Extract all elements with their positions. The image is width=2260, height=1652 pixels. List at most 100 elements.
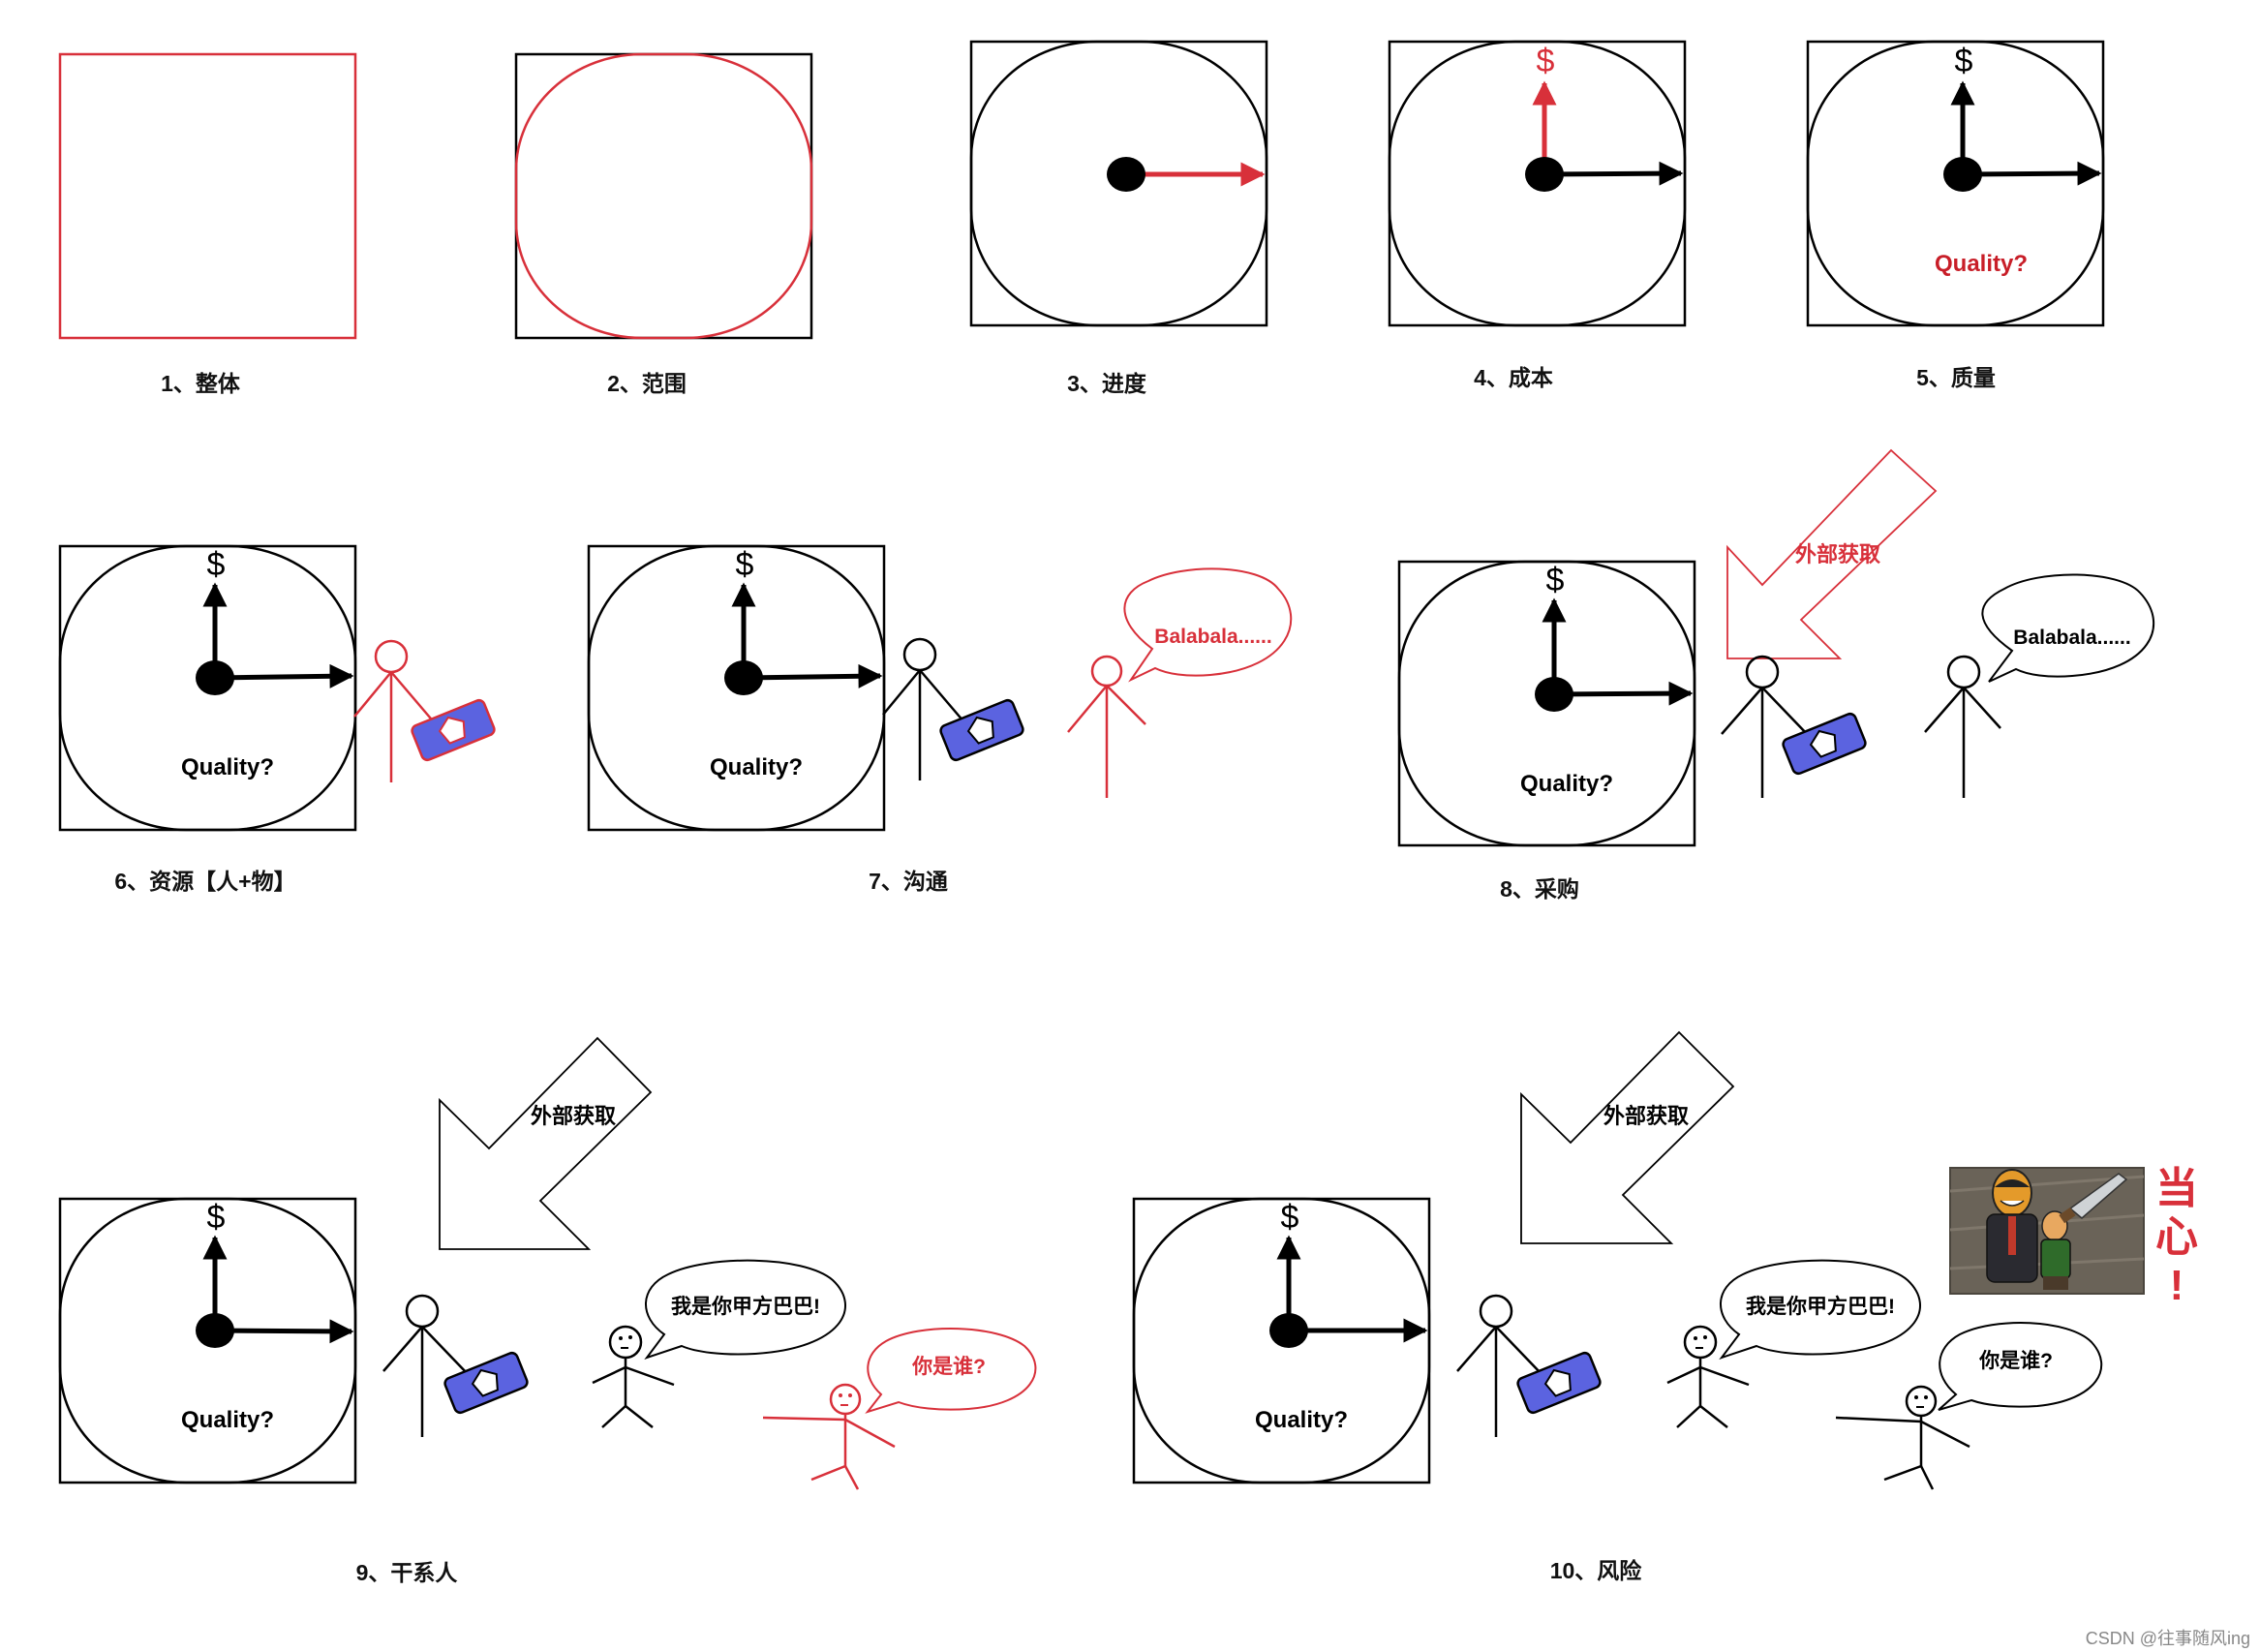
- frame-square: [514, 52, 813, 340]
- stakeholder-person: [1835, 1385, 1970, 1490]
- stakeholder-person: [762, 1383, 896, 1490]
- external-arrow: 外部获取: [1726, 448, 1938, 659]
- credit-watermark: CSDN @往事随风ing: [2086, 1629, 2250, 1648]
- caption-9: 9、干系人: [356, 1560, 459, 1585]
- caption-5: 5、质量: [1916, 365, 1996, 390]
- panel-6: $ Quality? 6、资源【人+物】: [58, 544, 496, 894]
- caption-3: 3、进度: [1067, 371, 1147, 396]
- speech-text: Balabala......: [2013, 627, 2130, 649]
- speech-text-client: 我是你甲方巴巴!: [1746, 1295, 1895, 1318]
- quality-label: Quality?: [181, 754, 274, 780]
- dollar-sign: $: [1955, 43, 1973, 79]
- client-person: [1666, 1325, 1750, 1428]
- external-arrow-label: 外部获取: [1795, 542, 1880, 566]
- stakeholder-face: [1914, 1395, 1928, 1408]
- panel-9: $ Quality? 外部获取: [58, 1036, 1037, 1585]
- quality-label: Quality?: [1255, 1407, 1348, 1433]
- clock-face: [58, 544, 357, 832]
- warning-text: 当 心 !: [2155, 1165, 2198, 1309]
- warning-char-1: 当: [2155, 1165, 2198, 1212]
- panel-7: $ Quality? Balabala...... 7、沟通: [587, 544, 1293, 894]
- team-member: [882, 637, 965, 780]
- caption-7: 7、沟通: [869, 869, 948, 894]
- resource-box: [443, 1351, 529, 1415]
- external-arrow-label: 外部获取: [531, 1104, 616, 1128]
- caption-10: 10、风险: [1550, 1558, 1643, 1583]
- clock-face: [1132, 1197, 1431, 1484]
- clock-face: [969, 40, 1268, 327]
- quality-label: Quality?: [1520, 771, 1613, 797]
- resource-person: [353, 639, 437, 782]
- warning-char-2: 心: [2155, 1213, 2198, 1261]
- clock-face: [1397, 560, 1696, 847]
- clock-center-dot: [1525, 157, 1564, 192]
- caption-1: 1、整体: [161, 371, 241, 396]
- clock-face: [587, 544, 886, 832]
- speech-bubble: Balabala......: [1981, 573, 2155, 683]
- dollar-sign: $: [1546, 562, 1565, 598]
- external-arrow: 外部获取: [1520, 1030, 1735, 1244]
- clock-center-dot: [1107, 157, 1145, 192]
- clock-center-dot: [1535, 677, 1573, 712]
- team-member: [1456, 1294, 1543, 1437]
- panel-2: 2、范围: [514, 52, 813, 396]
- dollar-sign: $: [207, 1199, 226, 1236]
- speech-bubble-stakeholder: 你是谁?: [865, 1328, 1037, 1414]
- clock-face: [1388, 40, 1687, 327]
- backstab-cartoon-image: [1949, 1167, 2145, 1295]
- speech-text-client: 我是你甲方巴巴!: [671, 1295, 820, 1318]
- stakeholder-face: [839, 1393, 852, 1406]
- clock-center-dot: [724, 660, 763, 695]
- speech-bubble-stakeholder: 你是谁?: [1938, 1322, 2103, 1411]
- schedule-arrow: [214, 663, 354, 688]
- clock-face: [58, 1197, 357, 1484]
- external-arrow-label: 外部获取: [1603, 1104, 1689, 1128]
- speech-text: Balabala......: [1154, 626, 1271, 648]
- team-member: [382, 1294, 470, 1437]
- dollar-sign: $: [736, 546, 754, 583]
- vendor-person: [1924, 655, 2001, 798]
- warning-char-3: !: [2170, 1262, 2184, 1309]
- quality-label: Quality?: [1935, 251, 2028, 277]
- schedule-arrow: [743, 663, 883, 688]
- resource-box: [939, 698, 1024, 762]
- caption-6: 6、资源【人+物】: [114, 869, 295, 894]
- clock-face: [1806, 40, 2105, 327]
- dollar-sign: $: [1537, 43, 1555, 79]
- resource-box: [411, 698, 496, 762]
- resource-box: [1516, 1351, 1602, 1415]
- clock-center-dot: [196, 1313, 234, 1348]
- scope-square: [58, 52, 357, 340]
- panel-8: $ Quality? 外部获取 Balabala...... 8、采购: [1397, 448, 2155, 902]
- panel-10: $ Quality? 外部获取: [1132, 1030, 2198, 1583]
- speech-bubble-client: 我是你甲方巴巴!: [1719, 1259, 1921, 1360]
- panel-4: $ 4、成本: [1388, 40, 1687, 390]
- client-face: [1694, 1335, 1707, 1349]
- client-person: [592, 1325, 675, 1428]
- clock-center-dot: [1943, 157, 1982, 192]
- panel-5: $ Quality? 5、质量: [1806, 40, 2105, 390]
- clock-center-dot: [1269, 1313, 1308, 1348]
- scope-circle: [514, 52, 813, 340]
- resource-box: [1782, 712, 1867, 776]
- caption-8: 8、采购: [1500, 876, 1579, 902]
- talking-person: [1067, 655, 1146, 798]
- dollar-sign: $: [207, 546, 226, 583]
- quality-label: Quality?: [710, 754, 803, 780]
- caption-4: 4、成本: [1474, 365, 1553, 390]
- caption-2: 2、范围: [607, 371, 687, 396]
- speech-bubble-client: 我是你甲方巴巴!: [644, 1259, 846, 1360]
- external-arrow: 外部获取: [439, 1036, 653, 1250]
- schedule-arrow: [1543, 161, 1684, 186]
- team-member: [1721, 655, 1810, 798]
- speech-text-stakeholder: 你是谁?: [911, 1355, 986, 1378]
- speech-bubble: Balabala......: [1123, 567, 1293, 683]
- speech-text-stakeholder: 你是谁?: [1978, 1349, 2053, 1372]
- quality-label: Quality?: [181, 1407, 274, 1433]
- dollar-sign: $: [1281, 1199, 1299, 1236]
- schedule-arrow: [1962, 161, 2102, 186]
- schedule-arrow: [1553, 681, 1694, 706]
- clock-center-dot: [196, 660, 234, 695]
- client-face: [619, 1335, 632, 1349]
